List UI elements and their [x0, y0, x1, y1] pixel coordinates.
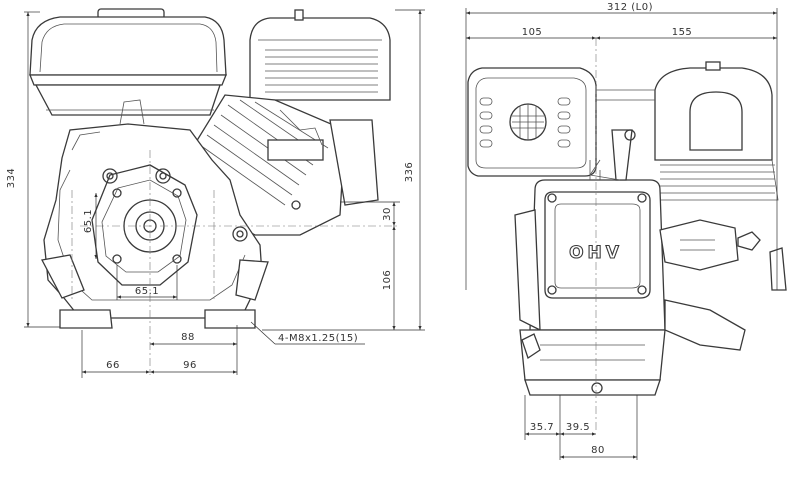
dim-88: 88: [181, 332, 195, 343]
dim-312: 312 (L0): [607, 2, 653, 13]
dim-155: 155: [672, 27, 693, 38]
dim-80: 80: [591, 445, 605, 456]
dim-66: 66: [106, 360, 120, 371]
bolt-note: 4-M8x1.25(15): [278, 333, 358, 344]
crankcase: [41, 99, 269, 329]
dim-336: 336: [404, 162, 415, 183]
side-view: OHV 312 (L0): [465, 2, 787, 460]
ohv-logo: OHV: [569, 243, 623, 263]
dim-35-7: 35.7: [530, 422, 554, 433]
dim-96: 96: [183, 360, 197, 371]
dim-65-1-vertical: 65.1: [83, 209, 94, 233]
air-cleaner: [249, 9, 391, 101]
dim-334: 334: [6, 168, 17, 189]
dim-39-5: 39.5: [566, 422, 590, 433]
air-cleaner-side: [654, 61, 779, 201]
dim-30: 30: [382, 207, 393, 221]
front-view: 334 336 30 106 65.1 65.1 88 66 96: [6, 8, 425, 378]
dim-106: 106: [382, 270, 393, 291]
engine-block-side: OHV: [514, 129, 787, 396]
dim-65-1-horizontal: 65.1: [135, 286, 159, 297]
dim-105: 105: [522, 27, 543, 38]
fuel-tank: [29, 8, 227, 116]
recoil-starter: [467, 67, 597, 177]
